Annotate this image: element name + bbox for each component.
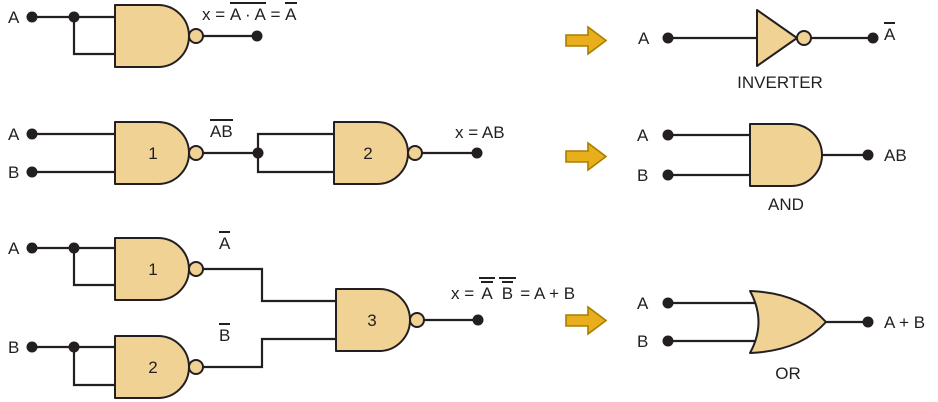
input-terminal-dot [26,128,38,140]
input-terminal-dot [26,11,38,23]
double-overline-a: A [478,277,496,303]
intermediate-label-not-a: A [219,231,231,254]
intermediate-label-not-b: B [219,323,231,346]
or-gate-body [749,290,827,354]
junction-dot [68,242,80,254]
input-label-a: A [638,29,650,48]
formula-text: = A + B [515,284,576,303]
inversion-bubble [188,28,204,44]
overline-a: A [481,281,493,303]
output-label-ab: AB [884,146,907,165]
gate-number-2: 2 [148,358,158,377]
formula-row2-output: x = AB [455,123,505,142]
input-terminal-dot [662,129,674,141]
input-label-b: B [8,338,20,357]
inversion-bubble [188,145,204,161]
inversion-bubble [407,145,423,161]
overline-a: A [285,2,297,24]
output-terminal-dot [471,147,483,159]
input-label-b: B [637,332,649,351]
wire-branch [72,17,115,56]
overline-a-and-a: A · A [229,2,266,24]
gate-caption-or: OR [775,364,801,383]
output-terminal-dot [867,32,879,44]
wire-branch [72,347,115,387]
input-terminal-dot [26,166,38,178]
overline-b: B [501,281,514,303]
wire-branch [256,132,334,174]
formula-text: x = [202,5,230,24]
and-gate-body [749,123,823,187]
wire-jog [203,267,336,303]
input-label-b: B [8,163,20,182]
output-terminal-dot [862,316,874,328]
inversion-bubble [188,359,204,375]
input-label-a: A [8,125,20,144]
gate-number-3: 3 [367,311,377,330]
equivalence-arrow-icon [565,306,607,335]
input-terminal-dot [662,169,674,181]
junction-dot [68,11,80,23]
output-terminal-dot [862,149,874,161]
formula-text: = [265,5,286,24]
wire-branch [72,248,115,287]
gate-caption-inverter: INVERTER [737,73,823,92]
output-terminal-dot [472,314,484,326]
input-label-a: A [637,126,649,145]
input-label-a: A [8,239,20,258]
overline-b: B [219,323,231,345]
input-terminal-dot [26,341,38,353]
overline-ab: AB [210,119,233,141]
equivalence-arrow-icon [565,26,607,55]
row1-nand-inverter-circuit [26,4,879,68]
output-terminal-dot [251,30,263,42]
gate-number-1: 1 [148,144,158,163]
inversion-bubble [796,30,812,46]
double-overline-b: B [499,277,516,303]
gate-caption-and: AND [768,195,804,214]
formula-row1: x = A · A = A [202,2,297,25]
output-label-not-a: A [884,22,896,45]
gate-number-1: 1 [148,260,158,279]
overline-a: A [884,22,896,44]
input-terminal-dot [662,335,674,347]
equivalence-arrow-icon [565,142,607,171]
junction-dot [68,341,80,353]
nand-gate-body [114,4,190,68]
input-terminal-dot [662,32,674,44]
wire-jog [203,337,336,369]
input-terminal-dot [26,242,38,254]
intermediate-label-nand-ab: AB [210,119,233,142]
inversion-bubble [409,312,425,328]
row3-nand-or-circuit [26,237,874,399]
formula-text: x = [451,284,479,303]
gate-number-2: 2 [363,144,373,163]
inversion-bubble [188,261,204,277]
inverter-triangle [756,9,798,67]
input-terminal-dot [662,297,674,309]
overline-a: A [219,231,231,253]
input-label-a: A [8,8,20,27]
input-label-b: B [637,166,649,185]
row2-nand-and-circuit [26,121,874,187]
input-label-a: A [637,294,649,313]
output-label-a-plus-b: A + B [884,313,926,332]
